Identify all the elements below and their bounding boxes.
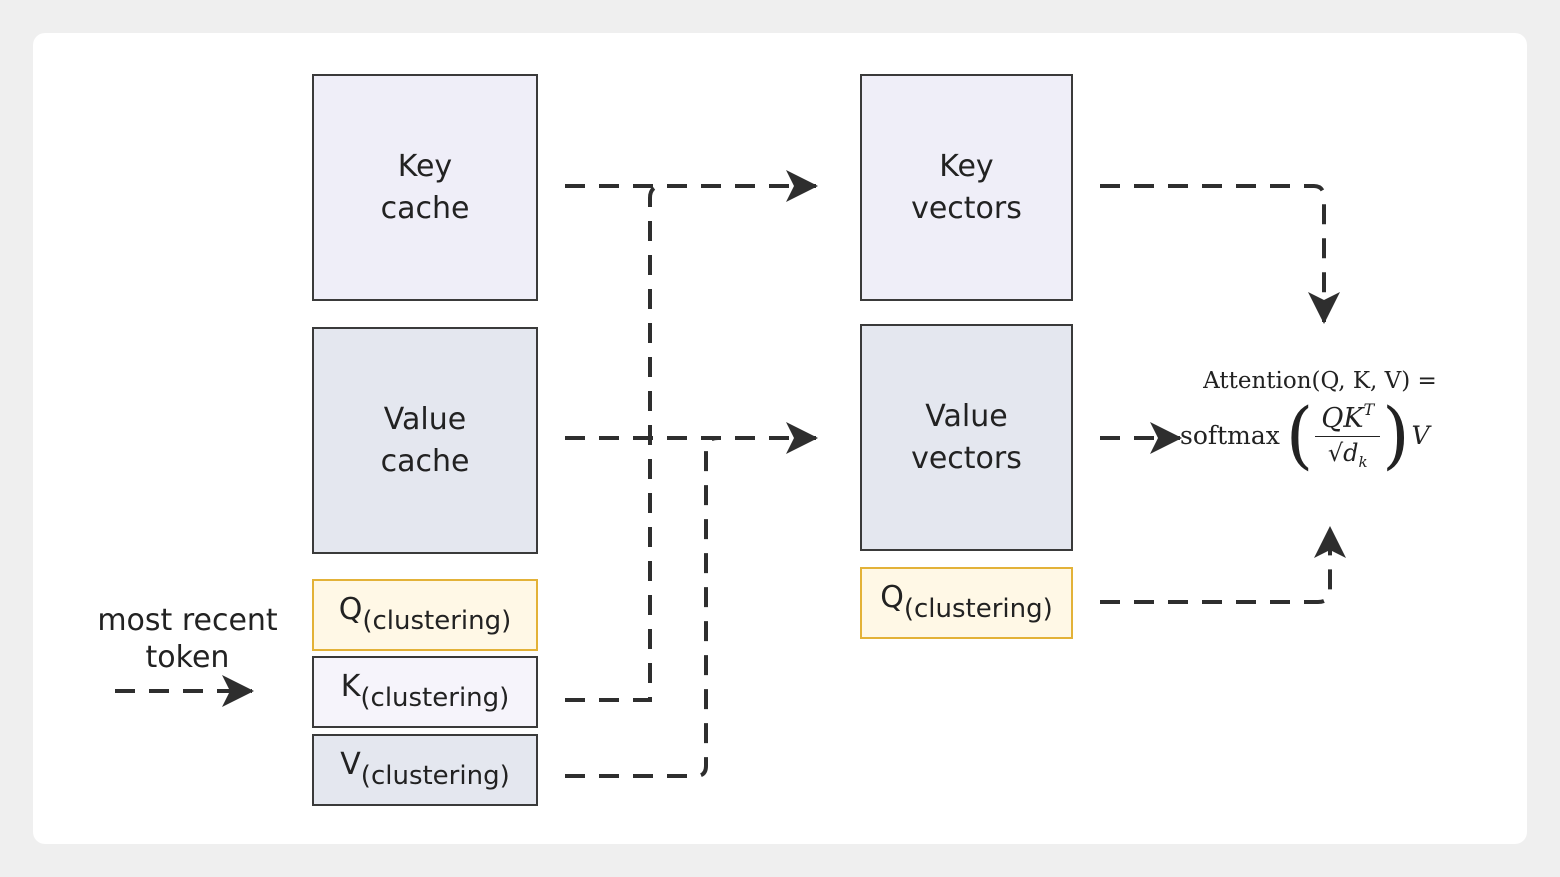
value-cache-label-line1: Value <box>383 401 467 437</box>
key-vectors-label-line2: vectors <box>911 190 1022 226</box>
formula-line1: Attention(Q, K, V) = <box>1203 368 1437 394</box>
most-recent-token-label: most recent token <box>85 602 290 676</box>
formula-line2: softmax ( QKT √dk ) V <box>1180 392 1480 479</box>
formula-trailing-v: V <box>1411 420 1430 450</box>
left-paren: ( <box>1285 392 1314 479</box>
input-label-line1: most recent <box>97 603 278 638</box>
q-clustering-to-formula-arrow <box>1100 526 1346 604</box>
q-right-letter: Q <box>880 579 904 615</box>
value-vectors-label-line1: Value <box>925 398 1008 434</box>
key-vectors-to-formula-arrow <box>1100 184 1340 324</box>
q-letter: Q <box>338 591 363 627</box>
value-vectors-block: Value vectors <box>860 324 1073 551</box>
numerator-superscript: T <box>1363 400 1375 419</box>
value-vectors-label-line2: vectors <box>911 440 1022 476</box>
v-subscript: (clustering) <box>360 760 510 791</box>
k-clustering-connector <box>565 184 663 702</box>
attention-formula: Attention(Q, K, V) = softmax ( QKT √dk )… <box>1180 368 1480 479</box>
softmax-text: softmax <box>1180 420 1280 450</box>
key-cache-label-line2: cache <box>380 190 470 226</box>
q-right-subscript: (clustering) <box>903 593 1053 624</box>
q-clustering-right-block: Q(clustering) <box>860 567 1073 639</box>
q-clustering-left-block: Q(clustering) <box>312 579 538 651</box>
v-clustering-connector <box>565 436 719 778</box>
q-subscript: (clustering) <box>362 605 512 636</box>
key-cache-label-line1: Key <box>397 148 453 184</box>
value-cache-block: Value cache <box>312 327 538 554</box>
k-clustering-block: K(clustering) <box>312 656 538 728</box>
key-vectors-block: Key vectors <box>860 74 1073 301</box>
value-cache-label-line2: cache <box>380 443 470 479</box>
fraction-numerator: QKT <box>1315 400 1381 437</box>
denominator-text: √d <box>1327 439 1359 467</box>
right-paren: ) <box>1382 392 1410 479</box>
key-cache-block: Key cache <box>312 74 538 301</box>
input-label-line2: token <box>145 640 230 675</box>
key-vectors-label-line1: Key <box>939 148 994 184</box>
k-letter: K <box>340 668 361 704</box>
k-subscript: (clustering) <box>360 682 510 713</box>
fraction-denominator: √dk <box>1328 437 1368 471</box>
v-clustering-block: V(clustering) <box>312 734 538 806</box>
formula-fraction: QKT √dk <box>1315 400 1381 471</box>
denominator-subscript: k <box>1358 452 1368 471</box>
v-letter: V <box>340 746 361 782</box>
numerator-text: QK <box>1321 403 1364 434</box>
